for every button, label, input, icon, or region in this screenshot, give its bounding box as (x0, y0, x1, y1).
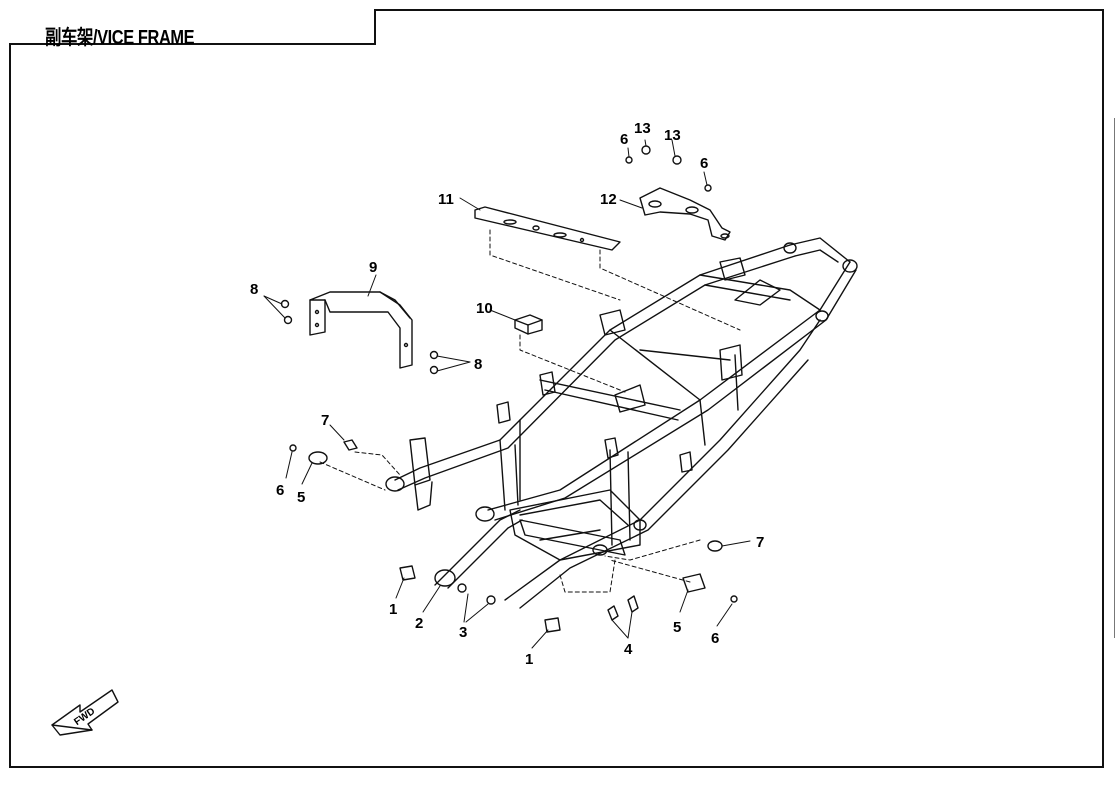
title-box: 副车架/VICE FRAME (9, 9, 376, 49)
part-9-front-bracket (309, 291, 413, 369)
binding-edge-mark (1114, 118, 1118, 638)
hardware-bolts-nuts (280, 145, 738, 633)
callout-13-right: 13 (664, 127, 681, 144)
page-title: 副车架/VICE FRAME (45, 27, 195, 49)
leader-lines (263, 139, 751, 649)
callout-3: 3 (459, 624, 467, 641)
drawing-frame (9, 9, 1104, 768)
callout-13-left: 13 (634, 120, 651, 137)
fwd-label: FWD (72, 706, 97, 728)
callout-8-right: 8 (474, 356, 482, 373)
callout-11: 11 (438, 191, 454, 208)
callout-8-left: 8 (250, 281, 258, 298)
callout-6-left: 6 (276, 482, 284, 499)
callout-12: 12 (600, 191, 617, 208)
part-12-rear-bracket (639, 187, 731, 241)
callout-1-bottom: 1 (525, 651, 533, 668)
callout-10: 10 (476, 300, 493, 317)
callout-2: 2 (415, 615, 423, 632)
callout-5-right: 5 (673, 619, 681, 636)
part-10-block (514, 314, 543, 335)
callout-6-top-left: 6 (620, 131, 628, 148)
callout-4: 4 (624, 641, 633, 658)
callout-6-top-right: 6 (700, 155, 708, 172)
callout-5-left: 5 (297, 489, 305, 506)
callout-7-right: 7 (756, 534, 764, 551)
callout-1-left: 1 (389, 601, 397, 618)
callout-7-left: 7 (321, 412, 329, 429)
part-11-plate (474, 206, 621, 251)
callout-6-right: 6 (711, 630, 719, 647)
callout-9: 9 (369, 259, 377, 276)
subframe-main (385, 237, 858, 609)
fwd-arrow-icon (51, 689, 119, 736)
